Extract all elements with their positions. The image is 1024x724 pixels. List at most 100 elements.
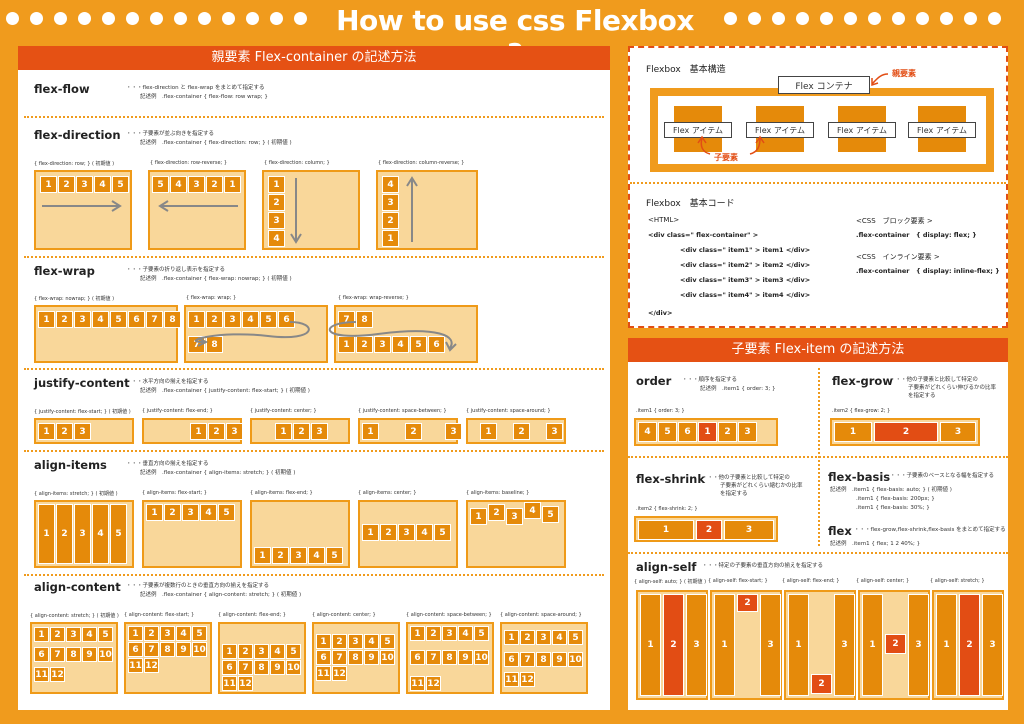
flex-item-label: Flex アイテム	[908, 122, 976, 138]
decor-dots-left	[6, 12, 307, 25]
flex-item-2: 2	[56, 504, 73, 564]
decor-dots-right	[724, 12, 1001, 25]
flex-item-5: 5	[112, 176, 129, 193]
html-label: <HTML>	[648, 216, 680, 224]
code-line: <div class=" item2" > item2 </div>	[680, 261, 811, 269]
flex-item-label: Flex アイテム	[828, 122, 896, 138]
flex-item-7: 7	[332, 650, 347, 665]
flex-item-7: 7	[50, 647, 65, 662]
wrap-label-wrap: { flex-wrap: wrap; }	[186, 295, 237, 301]
flex-item-11: 11	[410, 676, 425, 691]
flex-item-1: 1	[316, 634, 331, 649]
flex-item-2: 2	[56, 311, 73, 328]
justify-label-space-between: { justify-content: space-between; }	[358, 408, 447, 414]
flex-item-9: 9	[364, 650, 379, 665]
flex-item-3: 3	[268, 212, 285, 229]
flex-item-2: 2	[718, 422, 737, 442]
flex-item-5: 5	[380, 634, 395, 649]
flex-direction-title: flex-direction	[34, 128, 121, 142]
flex-item-1: 1	[38, 504, 55, 564]
flex-item-2: 2	[144, 626, 159, 641]
top-banner: How to use css Flexbox ?	[0, 0, 1024, 70]
flex-item-3: 3	[546, 423, 563, 440]
divider	[628, 456, 1008, 458]
flex-item-3: 3	[506, 508, 523, 525]
flex-item-4: 4	[242, 311, 259, 328]
wrap-label-nowrap: { flex-wrap: nowrap; } ( 初期値 )	[34, 296, 115, 302]
flex-item-2: 2	[405, 423, 422, 440]
divider	[628, 552, 1008, 554]
flex-item-4: 4	[270, 644, 285, 659]
flex-item-6: 6	[222, 660, 237, 675]
flex-item-3: 3	[224, 311, 241, 328]
code-line: <div class=" item3" > item3 </div>	[680, 276, 811, 284]
flex-item-4: 4	[364, 634, 379, 649]
code-line: <div class=" item1" > item1 </div>	[680, 246, 811, 254]
flex-item-9: 9	[458, 650, 473, 665]
flex-item-1: 1	[470, 508, 487, 525]
flex-item-4: 4	[524, 502, 541, 519]
flex-item-7: 7	[238, 660, 253, 675]
flex-item-2: 2	[426, 626, 441, 641]
flex-item-10: 10	[568, 652, 583, 667]
items-label-center: { align-items: center; }	[358, 490, 417, 496]
flex-item-3: 3	[254, 644, 269, 659]
flex-item-2: 2	[737, 594, 758, 612]
flex-item-4: 4	[392, 336, 409, 353]
container-panel: 親要素 Flex-container の記述方法 flex-flow ・・・fl…	[18, 46, 610, 710]
basic-code-title: Flexbox 基本コード	[646, 199, 735, 209]
flex-item-3: 3	[536, 630, 551, 645]
flex-desc: ・・・flex-grow,flex-shrink,flex-basis をまとめ…	[854, 527, 1006, 533]
align-items-title: align-items	[34, 458, 107, 472]
flex-item-12: 12	[238, 676, 253, 691]
flex-item-3: 3	[66, 627, 81, 642]
flex-item-1: 1	[224, 176, 241, 193]
flex-item-6: 6	[504, 652, 519, 667]
flex-item-1: 1	[146, 504, 163, 521]
flex-item-4: 4	[268, 230, 285, 247]
flex-item-3: 3	[226, 423, 243, 440]
flex-direction-desc: ・・・子要素が並ぶ向きを指定する記述例 .flex-container { fl…	[126, 131, 292, 146]
flex-basis-title: flex-basis	[828, 470, 891, 484]
wrap-label-wrap-reverse: { flex-wrap: wrap-reverse; }	[338, 295, 409, 301]
flex-item-12: 12	[332, 666, 347, 681]
items-label-stretch: { align-items: stretch; } ( 初期値 )	[34, 491, 118, 497]
flex-item-3: 3	[982, 594, 1003, 696]
flex-item-5: 5	[326, 547, 343, 564]
flex-item-1: 1	[38, 423, 55, 440]
flex-item-6: 6	[34, 647, 49, 662]
flex-item-2: 2	[520, 630, 535, 645]
flex-item-4: 4	[458, 626, 473, 641]
flex-item-6: 6	[128, 311, 145, 328]
flex-item-3: 3	[686, 594, 707, 696]
flex-wrap-title: flex-wrap	[34, 264, 95, 278]
flex-item-4: 4	[200, 504, 217, 521]
flex-item-2: 2	[488, 504, 505, 521]
align-self-desc: ・・・特定の子要素の垂直方向の揃えを指定する	[702, 563, 824, 569]
flex-item-2: 2	[56, 423, 73, 440]
flex-item-5: 5	[110, 311, 127, 328]
flex-item-1: 1	[834, 422, 872, 442]
content-label-flex-start: { align-content: flex-start; }	[124, 612, 195, 618]
flex-item-4: 4	[94, 176, 111, 193]
item-panel: 子要素 Flex-item の記述方法 order ・・・順序を指定する記述例 …	[628, 338, 1008, 710]
flex-item-11: 11	[316, 666, 331, 681]
flex-item-3: 3	[374, 336, 391, 353]
align-content-desc: ・・・子要素が複数行のときの垂直方向の揃えを指定する記述例 .flex-cont…	[126, 583, 302, 598]
flex-item-1: 1	[222, 644, 237, 659]
flex-item-1: 1	[38, 311, 55, 328]
content-label-space-around: { align-content: space-around; }	[500, 612, 582, 618]
flex-item-11: 11	[34, 667, 49, 682]
flex-item-1: 1	[382, 230, 399, 247]
flex-grow-label: .item2 { flex-grow: 2; }	[832, 408, 891, 414]
flex-wrap-desc: ・・・子要素の折り返し表示を指定する記述例 .flex-container { …	[126, 267, 292, 282]
flex-item-7: 7	[520, 652, 535, 667]
flex-item-8: 8	[164, 311, 181, 328]
flex-item-10: 10	[98, 647, 113, 662]
flex-item-4: 4	[308, 547, 325, 564]
flex-item-1: 1	[268, 176, 285, 193]
flex-item-3: 3	[760, 594, 781, 696]
flex-item-label: Flex アイテム	[664, 122, 732, 138]
flex-item-1: 1	[254, 547, 271, 564]
flex-item-5: 5	[542, 506, 559, 523]
